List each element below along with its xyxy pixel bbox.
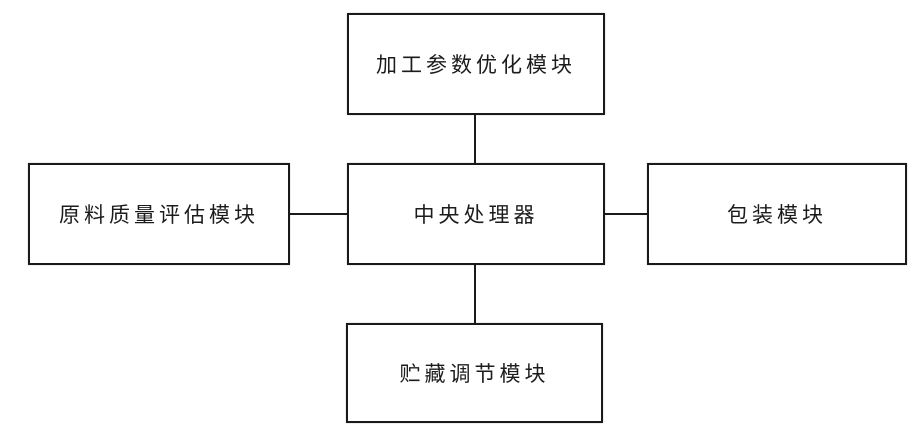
- connector-center-to-bottom: [474, 265, 476, 323]
- node-label-central-processor: 中央处理器: [413, 203, 539, 227]
- node-processing-parameter-optimization-module: 加工参数优化模块: [347, 13, 605, 115]
- node-label-storage-regulation: 贮藏调节模块: [399, 362, 550, 386]
- node-storage-regulation-module: 贮藏调节模块: [346, 323, 603, 423]
- node-label-raw-material-quality-evaluation: 原料质量评估模块: [59, 203, 259, 227]
- node-label-processing-parameter-optimization: 加工参数优化模块: [376, 53, 576, 77]
- node-label-packaging: 包装模块: [727, 203, 827, 227]
- connector-center-to-right: [605, 213, 647, 215]
- node-raw-material-quality-evaluation-module: 原料质量评估模块: [28, 163, 290, 265]
- node-packaging-module: 包装模块: [647, 163, 907, 265]
- connector-left-to-center: [290, 213, 347, 215]
- connector-top-to-center: [474, 115, 476, 163]
- node-central-processor: 中央处理器: [347, 163, 605, 265]
